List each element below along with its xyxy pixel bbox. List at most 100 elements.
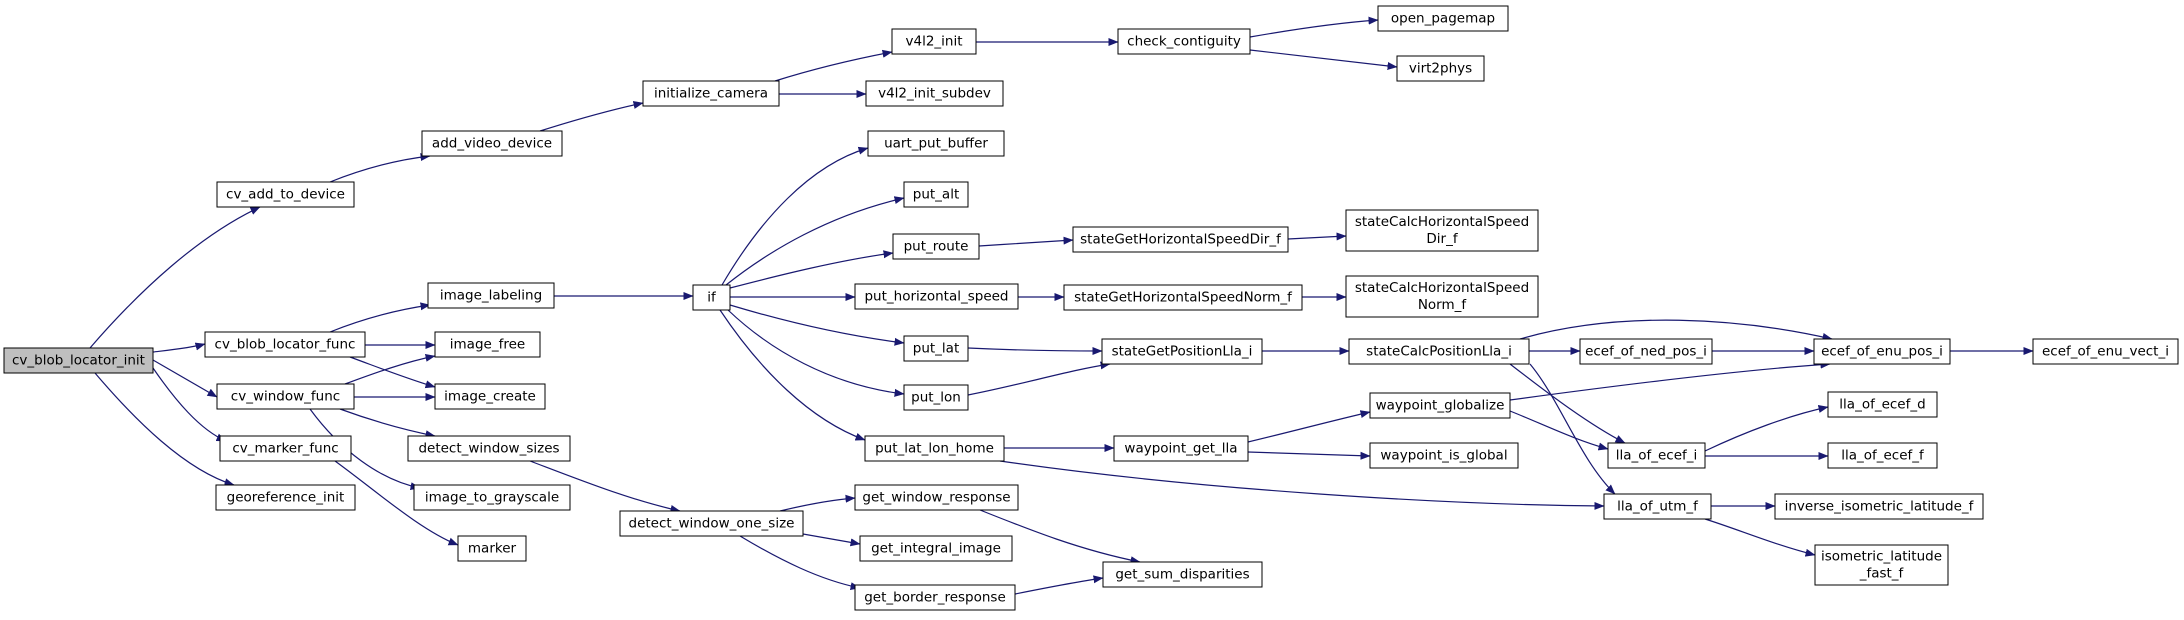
function-node-label: get_window_response	[862, 490, 1010, 506]
function-node-box	[1603, 493, 1712, 520]
function-node-add-video[interactable]: add_video_device	[421, 130, 563, 157]
call-edge-detect_one-to-get_integral	[802, 533, 861, 547]
function-node-img-create[interactable]: image_create	[434, 383, 546, 410]
function-node-open-pagemap[interactable]: open_pagemap	[1377, 5, 1509, 32]
function-node-get-integral[interactable]: get_integral_image	[859, 535, 1013, 562]
function-node-box	[1117, 28, 1251, 55]
function-node-box	[903, 335, 969, 362]
function-node-box	[434, 331, 541, 358]
function-node-window-func[interactable]: cv_window_func	[216, 383, 355, 410]
function-node-init-cam[interactable]: initialize_camera	[642, 80, 780, 107]
call-edge-wp_glob-to-lla_ecef_i	[1509, 410, 1609, 451]
function-node-box	[457, 535, 527, 562]
function-node-box	[903, 384, 969, 411]
function-node-label: lla_of_ecef_f	[1841, 448, 1925, 464]
function-node-box	[204, 331, 366, 358]
function-node-lla-utm[interactable]: lla_of_utm_f	[1603, 493, 1712, 520]
function-node-box	[1814, 544, 1949, 586]
function-node-ecef-vect[interactable]: ecef_of_enu_vect_i	[2032, 338, 2179, 365]
function-node-lla-ecef-d[interactable]: lla_of_ecef_d	[1827, 391, 1938, 418]
function-node-img-label[interactable]: image_labeling	[427, 282, 555, 309]
function-node-box	[219, 435, 352, 462]
function-node-virt2phys[interactable]: virt2phys	[1396, 55, 1485, 82]
function-node-box	[854, 484, 1019, 511]
function-node-georef[interactable]: georeference_init	[215, 484, 356, 511]
call-edge-get_border-to-get_sum	[1014, 575, 1104, 595]
call-edge-window_func-to-to_gray	[309, 408, 421, 491]
function-node-label: Dir_f	[1426, 231, 1458, 247]
function-node-get-resp[interactable]: get_window_response	[854, 484, 1019, 511]
function-node-check-contig[interactable]: check_contiguity	[1117, 28, 1251, 55]
function-node-label: image_labeling	[440, 288, 542, 304]
function-node-v4l2-subdev[interactable]: v4l2_init_subdev	[865, 80, 1004, 107]
function-node-put-lat[interactable]: put_lat	[903, 335, 969, 362]
function-node-if[interactable]: if	[692, 284, 731, 311]
function-node-box	[865, 80, 1004, 107]
function-node-ecef-ned[interactable]: ecef_of_ned_pos_i	[1579, 338, 1713, 365]
function-node-put-home[interactable]: put_lat_lon_home	[864, 435, 1005, 462]
function-node-wp-glob[interactable]: waypoint_globalize	[1369, 392, 1511, 419]
function-node-box	[216, 181, 355, 208]
function-node-scpl[interactable]: stateCalcPositionLla_i	[1348, 338, 1530, 365]
call-edge-init_cam-to-v4l2_init	[774, 49, 893, 82]
function-node-sghsn[interactable]: stateGetHorizontalSpeedNorm_f	[1063, 284, 1303, 311]
function-node-box	[903, 181, 969, 208]
function-node-put-route[interactable]: put_route	[892, 233, 980, 260]
function-node-to-gray[interactable]: image_to_grayscale	[413, 484, 571, 511]
function-node-wp-get-lla[interactable]: waypoint_get_lla	[1113, 435, 1249, 462]
function-node-get-sum[interactable]: get_sum_disparities	[1102, 561, 1263, 588]
function-node-wp-is-global[interactable]: waypoint_is_global	[1369, 442, 1519, 469]
function-node-label: put_lat_lon_home	[875, 441, 994, 457]
function-node-detect-sizes[interactable]: detect_window_sizes	[407, 435, 571, 462]
function-node-box	[1607, 442, 1706, 469]
function-node-put-lon[interactable]: put_lon	[903, 384, 969, 411]
function-node-put-hspeed[interactable]: put_horizontal_speed	[854, 283, 1019, 310]
function-node-blob-func[interactable]: cv_blob_locator_func	[204, 331, 366, 358]
function-node-box	[3, 347, 154, 374]
function-node-put-alt[interactable]: put_alt	[903, 181, 969, 208]
call-edge-get_resp-to-get_sum	[979, 509, 1141, 565]
function-node-box	[1369, 442, 1519, 469]
function-node-label: ecef_of_enu_vect_i	[2042, 344, 2169, 360]
function-node-root[interactable]: cv_blob_locator_init	[3, 347, 154, 374]
call-edge-root-to-marker_func	[152, 367, 227, 442]
function-node-box	[1813, 338, 1951, 365]
function-node-label: waypoint_globalize	[1376, 398, 1505, 414]
function-node-marker[interactable]: marker	[457, 535, 527, 562]
function-node-cv-add[interactable]: cv_add_to_device	[216, 181, 355, 208]
function-node-ecef-enu[interactable]: ecef_of_enu_pos_i	[1813, 338, 1951, 365]
function-node-label: detect_window_one_size	[629, 516, 795, 532]
function-node-get-border[interactable]: get_border_response	[854, 584, 1016, 611]
function-node-box	[619, 510, 804, 537]
function-node-label: image_create	[444, 389, 536, 405]
function-node-box	[1827, 442, 1938, 469]
function-node-uart[interactable]: uart_put_buffer	[867, 130, 1005, 157]
call-edge-detect_sizes-to-detect_one	[529, 460, 681, 513]
function-node-iso-fast[interactable]: isometric_latitude_fast_f	[1814, 544, 1949, 586]
function-node-v4l2-init[interactable]: v4l2_init	[891, 28, 977, 55]
call-edge-put_lon-to-sgpl	[967, 361, 1111, 396]
function-node-sgpl[interactable]: stateGetPositionLla_i	[1101, 338, 1263, 365]
function-node-marker-func[interactable]: cv_marker_func	[219, 435, 352, 462]
function-node-label: virt2phys	[1409, 61, 1472, 77]
function-node-lla-ecef-f[interactable]: lla_of_ecef_f	[1827, 442, 1938, 469]
function-node-box	[892, 233, 980, 260]
function-node-label: open_pagemap	[1391, 11, 1495, 27]
function-node-label: put_horizontal_speed	[864, 289, 1008, 305]
call-edge-blob_func-to-img_create	[349, 356, 436, 389]
function-node-lla-ecef-i[interactable]: lla_of_ecef_i	[1607, 442, 1706, 469]
function-node-label: inverse_isometric_latitude_f	[1785, 499, 1975, 515]
function-node-detect-one[interactable]: detect_window_one_size	[619, 510, 804, 537]
function-node-inv-iso[interactable]: inverse_isometric_latitude_f	[1774, 493, 1984, 520]
call-edge-blob_func-to-img_label	[329, 302, 431, 333]
function-node-box	[1377, 5, 1509, 32]
function-node-img-free[interactable]: image_free	[434, 331, 541, 358]
function-node-label: ecef_of_ned_pos_i	[1585, 344, 1707, 360]
function-node-label: isometric_latitude	[1821, 549, 1942, 565]
call-edge-lla_ecef_i-to-lla_ecef_d	[1704, 405, 1829, 452]
call-edge-marker_func-to-marker	[334, 460, 459, 546]
function-node-sghsd[interactable]: stateGetHorizontalSpeedDir_f	[1072, 226, 1289, 253]
